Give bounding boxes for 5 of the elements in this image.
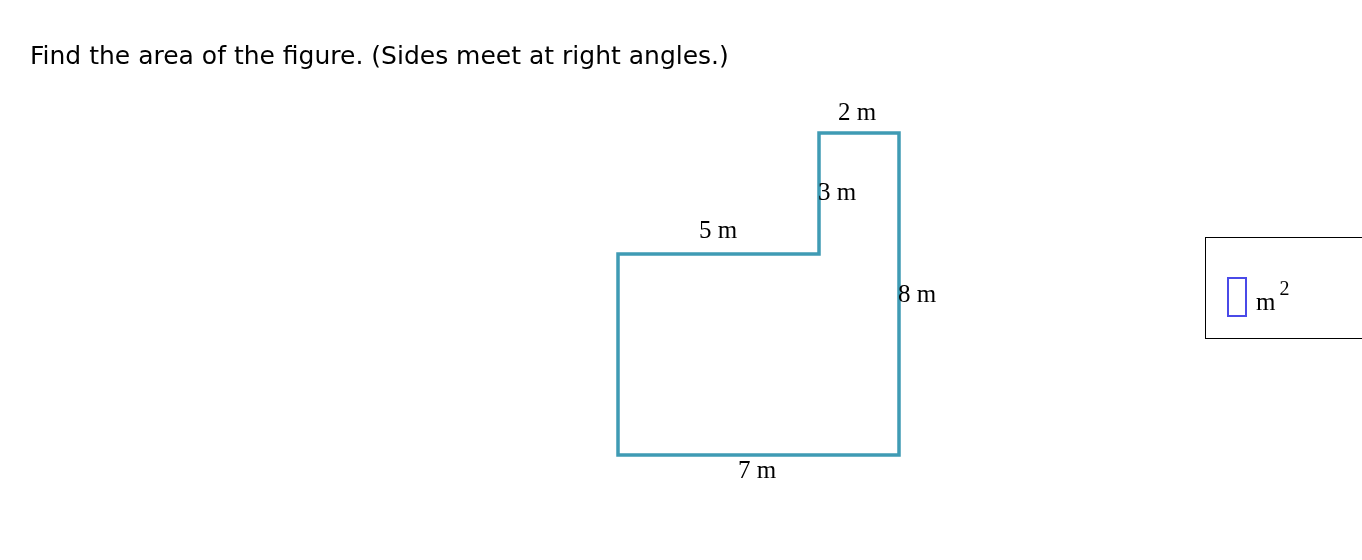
question-text: Find the area of the figure. (Sides meet at right angles.)	[30, 40, 729, 72]
unit-label: m$^{2}$	[1256, 280, 1290, 317]
dimension-label: 2 m	[837, 98, 877, 126]
dimension-label: 7 m	[737, 456, 777, 484]
dimension-label: 5 m	[698, 216, 738, 244]
